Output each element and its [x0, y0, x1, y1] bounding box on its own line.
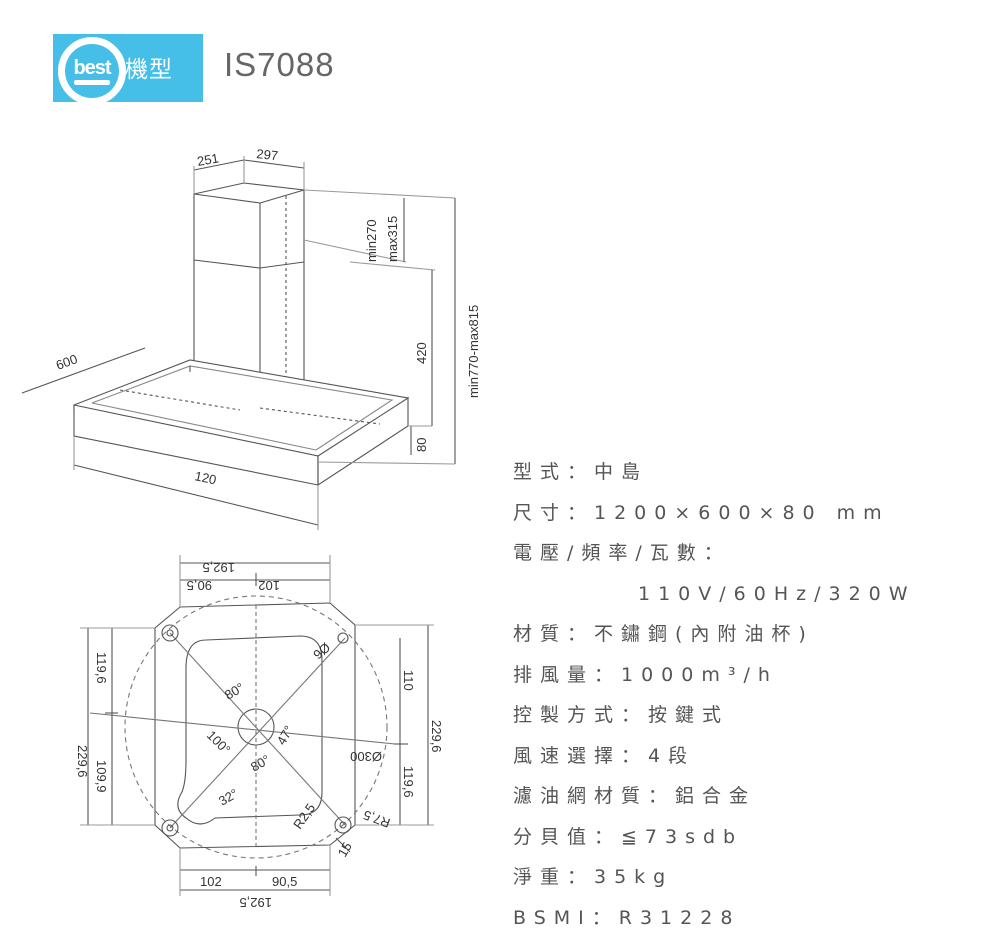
plan-dim-bottom-outer: 192,5 — [239, 895, 272, 910]
plan-dim-right-upper: 110 — [401, 670, 416, 691]
spec-speed: 風速選擇：4段 — [513, 744, 696, 767]
plan-angle-80b: 80° — [248, 752, 273, 775]
spec-filter: 濾油網材質：鋁合金 — [513, 785, 757, 807]
dim-420: 420 — [414, 342, 429, 364]
dim-chimney-upper-2: max315 — [385, 216, 400, 262]
plan-angle-100: 100° — [204, 728, 234, 758]
plan-dim-right-outer: 229,6 — [429, 720, 444, 753]
plan-hole-9: 9Ø — [310, 640, 333, 663]
plan-r75: R7,5 — [361, 807, 392, 830]
spec-bsmi: BSMI：R31228 — [513, 906, 741, 929]
plan-dim-left-upper: 119,6 — [94, 652, 109, 684]
dim-chimney-upper-1: min270 — [364, 219, 379, 262]
plan-angle-47: 47° — [274, 723, 297, 748]
plan-circle-300: Ø300 — [350, 749, 382, 764]
model-badge: best 機型 — [53, 34, 203, 105]
plan-dim-bottom-right: 90,5 — [272, 874, 297, 889]
brand-logo-text: best — [73, 57, 111, 79]
plan-dim-top-right: 102 — [258, 578, 280, 593]
spec-power-label: 電壓/頻率/瓦數： — [513, 542, 731, 564]
spec-power-value: 110V/60Hz/320W — [638, 582, 916, 605]
brand-logo: best — [58, 37, 126, 105]
plan-r25: R2,5 — [290, 801, 318, 832]
spec-type: 型式：中島 — [513, 461, 649, 483]
plan-dim-top-outer: 192,5 — [202, 560, 235, 575]
plan-d15: 15 — [335, 839, 355, 859]
spec-noise: 分貝值：≦73sdb — [513, 825, 744, 848]
plan-angle-32: 32° — [216, 786, 241, 809]
plan-dim-top-left: 90,5 — [187, 578, 212, 593]
spec-size: 尺寸：1200×600×80 mm — [513, 501, 890, 524]
spec-airflow: 排風量：1000m³/h — [513, 663, 778, 686]
plan-angle-80a: 80° — [222, 680, 247, 703]
spec-material: 材質：不鏽鋼(內附油杯) — [513, 623, 814, 645]
spec-control: 控製方式：按鍵式 — [513, 704, 730, 726]
dim-600: 600 — [54, 351, 80, 373]
dim-total-height: min770-max815 — [466, 305, 481, 398]
plan-dim-bottom-left: 102 — [200, 874, 222, 889]
model-number: IS7088 — [224, 46, 335, 83]
badge-label: 機型 — [125, 57, 173, 83]
spec-list: 型式：中島 尺寸：1200×600×80 mm 電壓/頻率/瓦數： 110V/6… — [513, 452, 993, 938]
dim-80: 80 — [414, 438, 429, 452]
plan-dim-left-lower: 109,9 — [94, 760, 109, 793]
dim-251: 251 — [196, 150, 220, 169]
plan-dim-left-outer: 229,6 — [75, 745, 90, 778]
plan-dim-right-lower: 119,6 — [401, 766, 416, 798]
header: best 機型 IS7088 — [0, 0, 1000, 110]
dim-297: 297 — [256, 146, 279, 163]
spec-weight: 淨重：35kg — [513, 866, 674, 888]
dim-120: 120 — [193, 468, 217, 487]
